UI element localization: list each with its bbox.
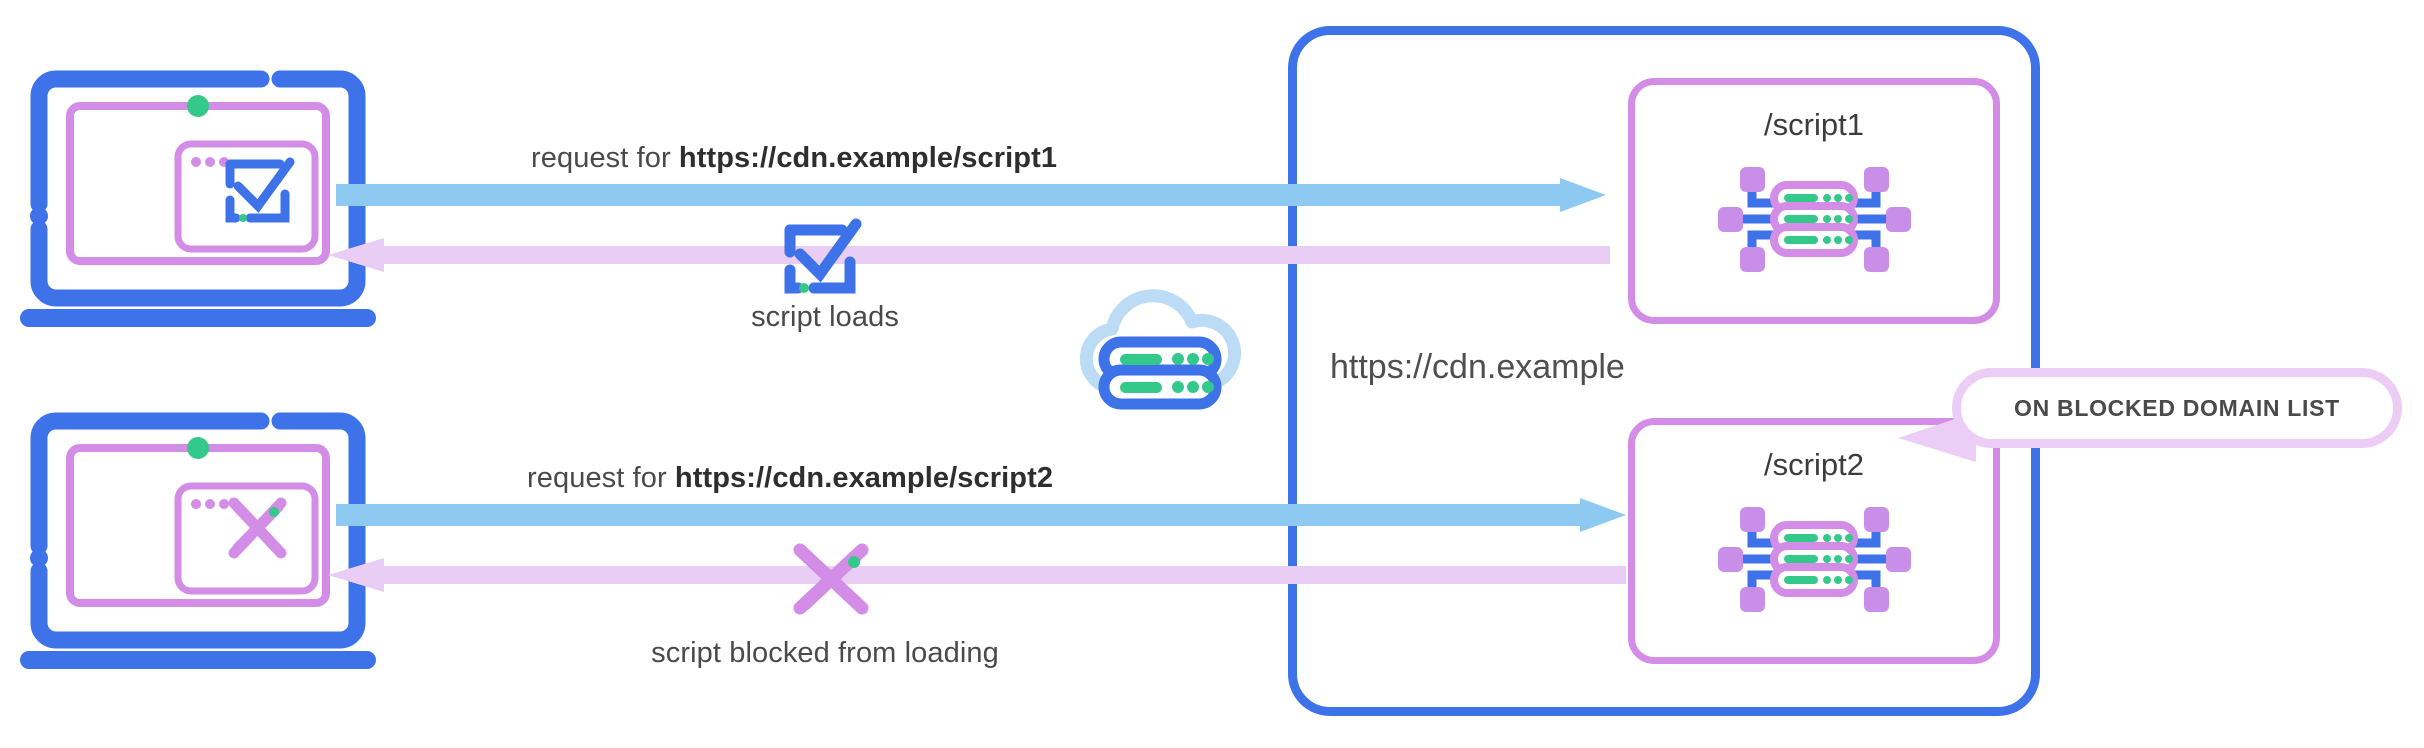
request-arrow-script1 — [336, 178, 1606, 212]
laptop-base — [20, 309, 376, 327]
response-arrow-script2 — [328, 558, 1626, 592]
laptop-base — [20, 651, 376, 669]
request-url: https://cdn.example/script2 — [674, 462, 1054, 494]
script-title-script2: /script2 — [1764, 447, 1864, 482]
cloud-server-icon — [1062, 284, 1252, 424]
request-url: https://cdn.example/script1 — [678, 142, 1058, 174]
callout-label: ON BLOCKED DOMAIN LIST — [2014, 394, 2340, 421]
result-icon-x — [778, 528, 884, 628]
status-dot-green — [187, 437, 209, 459]
result-label-script1: script loads — [751, 301, 899, 333]
response-arrow-script1 — [328, 238, 1610, 272]
request-label-script2: request for https://cdn.example/script2 — [527, 462, 1053, 495]
blocked-domain-callout: ON BLOCKED DOMAIN LIST — [1952, 368, 2402, 448]
request-arrow-script2 — [336, 498, 1626, 532]
server-icon-script2 — [1635, 499, 1993, 619]
check-box-icon — [225, 157, 295, 223]
result-icon-check — [770, 212, 880, 304]
client-laptop-allowed — [18, 66, 378, 336]
request-prefix: request for — [527, 462, 675, 494]
laptop-hinge-dot — [30, 207, 48, 225]
script-panel-script1: /script1 — [1628, 78, 2000, 324]
result-label-script2: script blocked from loading — [651, 637, 999, 669]
laptop-hinge-dot — [30, 549, 48, 567]
script-title-script1: /script1 — [1764, 107, 1864, 142]
status-dot-green — [187, 95, 209, 117]
server-icon-script1 — [1635, 159, 1993, 279]
client-laptop-blocked — [18, 408, 378, 678]
request-prefix: request for — [531, 142, 679, 174]
script-panel-script2: /script2 — [1628, 418, 2000, 664]
request-label-script1: request for https://cdn.example/script1 — [531, 142, 1057, 175]
cdn-domain-label: https://cdn.example — [1330, 348, 1625, 386]
